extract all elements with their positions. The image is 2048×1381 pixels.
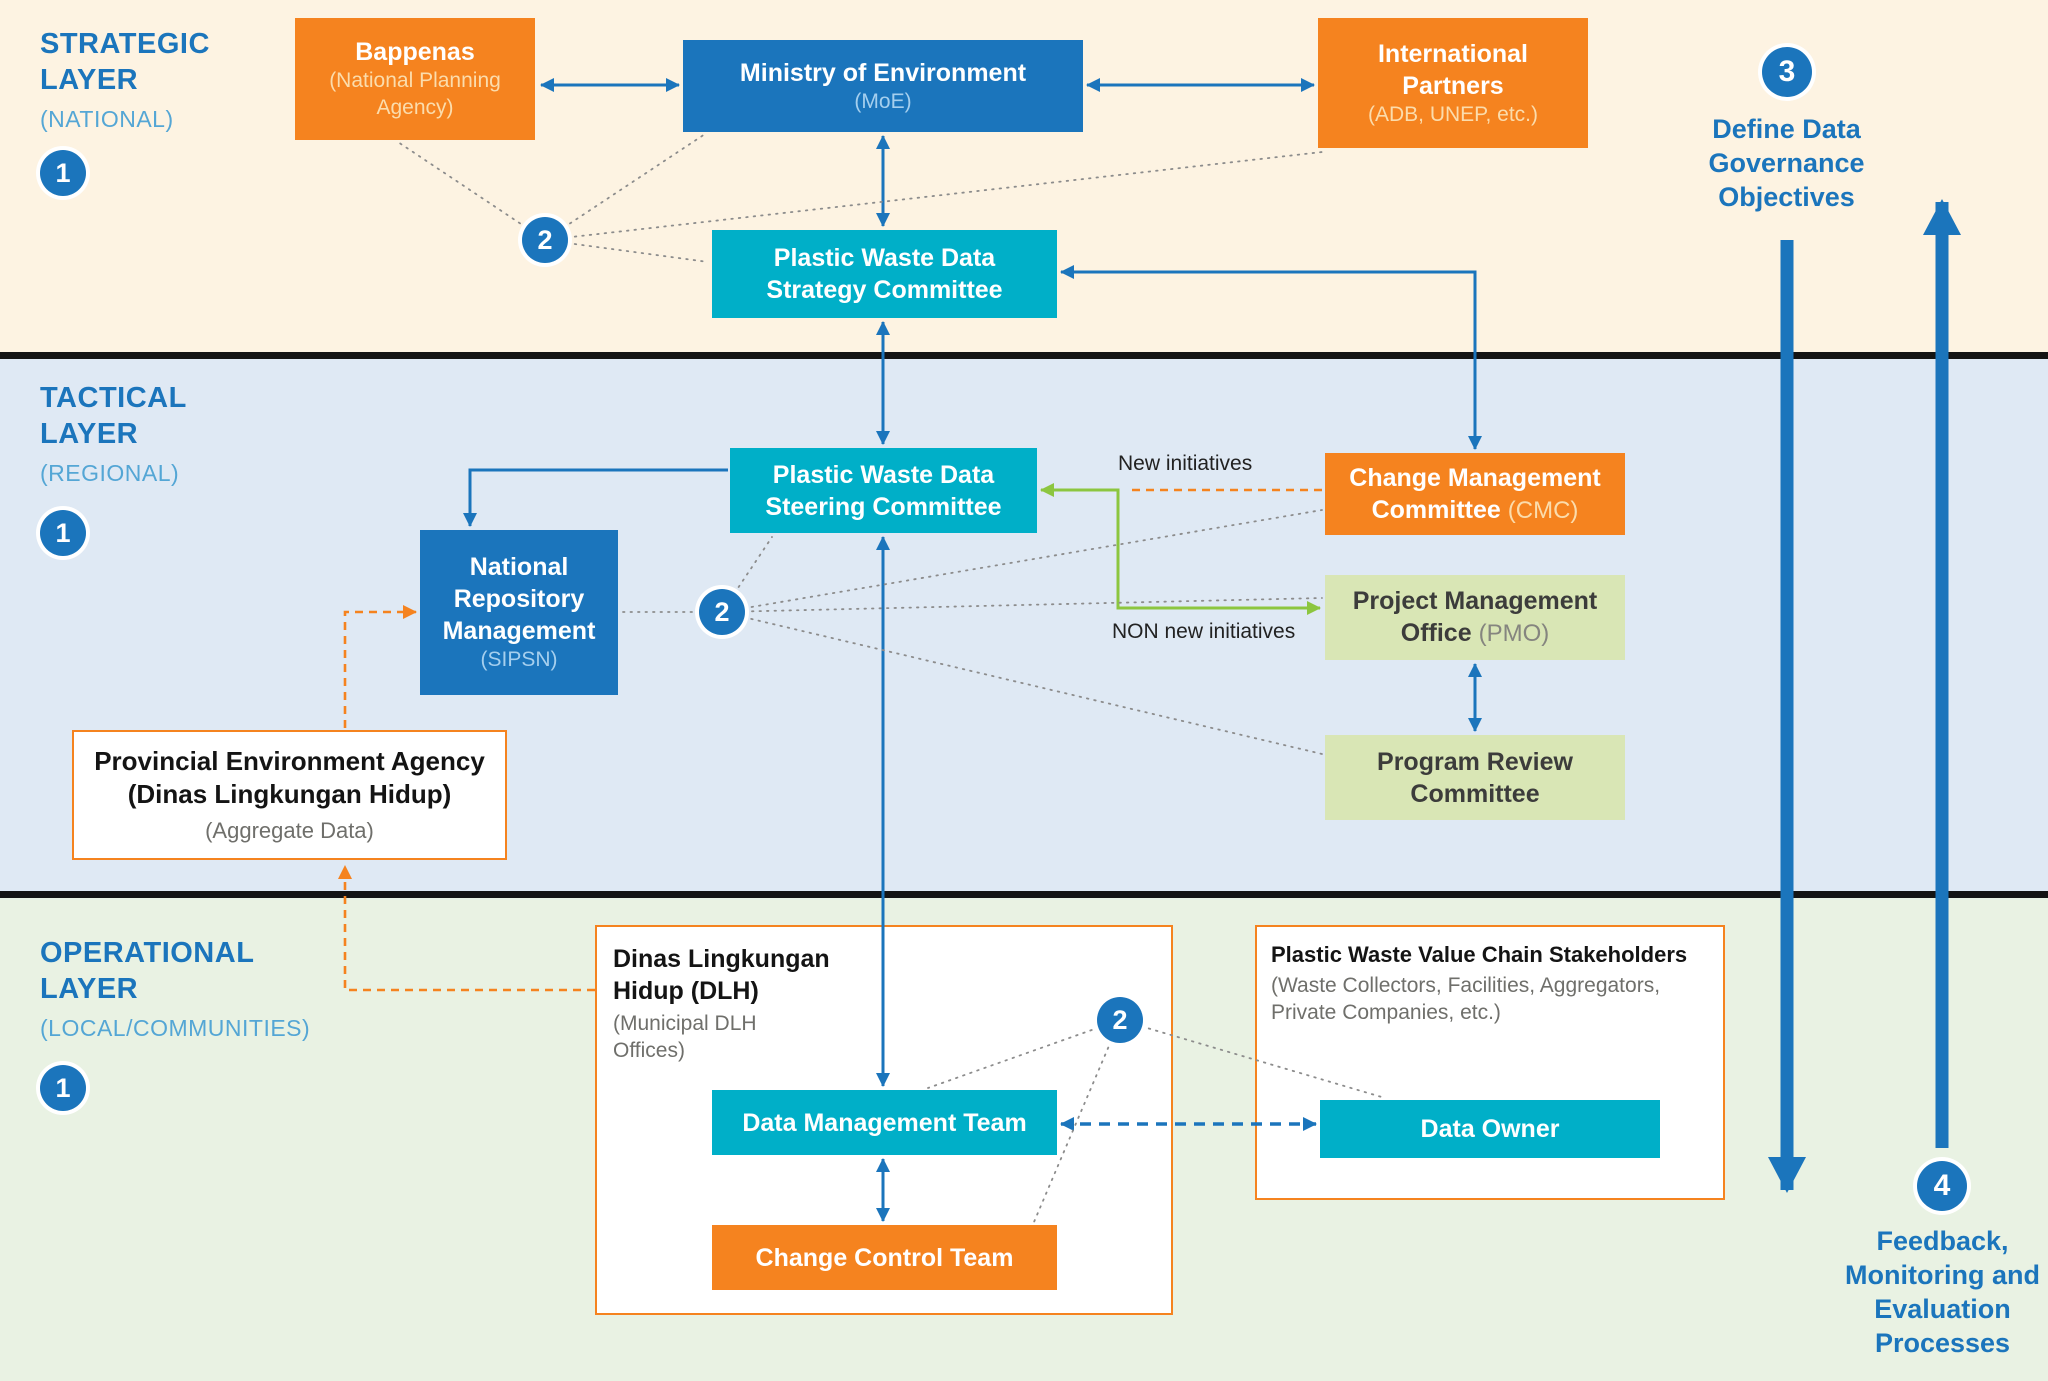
container-stakeholders: Plastic Waste Value Chain Stakeholders (…	[1255, 925, 1725, 1200]
layer-divider	[0, 891, 2048, 898]
box-data-management-team: Data Management Team	[712, 1090, 1057, 1155]
badge-1-tactical: 1	[40, 510, 86, 556]
stakeholders-note: (Waste Collectors, Facilities, Aggregato…	[1271, 974, 1661, 1025]
badge-1-strategic: 1	[40, 150, 86, 196]
provincial-note: (Aggregate Data)	[205, 817, 374, 843]
strategic-layer-subtitle: (NATIONAL)	[40, 106, 174, 132]
prc-title: Program Review Committee	[1377, 747, 1573, 808]
operational-layer-title-line2: LAYER	[40, 973, 139, 1005]
moe-subtitle: (MoE)	[854, 89, 912, 113]
strategic-layer-title-line2: LAYER	[40, 64, 139, 96]
sipsn-title: National Repository Management	[442, 553, 596, 646]
label-new-initiatives: New initiatives	[1118, 452, 1253, 475]
box-strategy-committee: Plastic Waste Data Strategy Committee	[712, 230, 1057, 318]
layer-divider	[0, 352, 2048, 359]
box-change-management-committee: Change Management Committee (CMC)	[1325, 453, 1625, 535]
tactical-layer-label: TACTICAL LAYER (REGIONAL)	[40, 380, 187, 487]
badge-2-strategic: 2	[522, 217, 568, 263]
badge-2-operational: 2	[1097, 997, 1143, 1043]
provincial-title: Provincial Environment Agency	[94, 746, 485, 777]
box-change-control-team: Change Control Team	[712, 1225, 1057, 1290]
box-steering-committee: Plastic Waste Data Steering Committee	[730, 448, 1037, 533]
strategy-committee-title: Plastic Waste Data Strategy Committee	[766, 244, 1003, 304]
strategic-layer-title-line1: STRATEGIC	[40, 28, 210, 60]
feedback-monitoring-text: Feedback, Monitoring and Evaluation Proc…	[1845, 1226, 2040, 1358]
data-management-team-title: Data Management Team	[742, 1108, 1027, 1137]
box-bappenas: Bappenas (National Planning Agency)	[295, 18, 535, 140]
strategic-layer-label: STRATEGIC LAYER (NATIONAL)	[40, 26, 210, 133]
label-non-new-initiatives: NON new initiatives	[1112, 620, 1296, 643]
provincial-subtitle: (Dinas Lingkungan Hidup)	[127, 779, 452, 810]
intl-partners-title: International Partners	[1377, 39, 1528, 100]
dlh-note: (Municipal DLH Offices)	[613, 1012, 757, 1063]
badge-1-operational: 1	[40, 1065, 86, 1111]
box-data-owner: Data Owner	[1320, 1100, 1660, 1158]
tactical-layer-title-line1: TACTICAL	[40, 382, 187, 414]
operational-layer-label: OPERATIONAL LAYER (LOCAL/COMMUNITIES)	[40, 935, 310, 1042]
steering-committee-title: Plastic Waste Data Steering Committee	[765, 460, 1002, 521]
badge-2-tactical: 2	[699, 589, 745, 635]
cmc-title: Change Management Committee	[1349, 463, 1601, 524]
pmo-title: Project Management Office	[1352, 587, 1598, 648]
box-project-management-office: Project Management Office (PMO)	[1325, 575, 1625, 660]
badge-3: 3	[1762, 47, 1812, 97]
define-governance-objectives-text: Define Data Governance Objectives	[1708, 114, 1865, 212]
tactical-layer-title-line2: LAYER	[40, 418, 139, 450]
moe-title: Ministry of Environment	[739, 58, 1027, 87]
pmo-suffix: (PMO)	[1478, 620, 1550, 648]
box-program-review-committee: Program Review Committee	[1325, 735, 1625, 820]
box-national-repository-sipsn: National Repository Management (SIPSN)	[420, 530, 618, 695]
box-provincial-environment-agency: Provincial Environment Agency (Dinas Lin…	[72, 730, 507, 860]
operational-layer-subtitle: (LOCAL/COMMUNITIES)	[40, 1015, 311, 1041]
change-control-team-title: Change Control Team	[755, 1243, 1014, 1272]
stakeholders-title: Plastic Waste Value Chain Stakeholders	[1271, 942, 1688, 967]
cmc-suffix: (CMC)	[1507, 496, 1579, 524]
box-international-partners: International Partners (ADB, UNEP, etc.)	[1318, 18, 1588, 148]
intl-partners-subtitle: (ADB, UNEP, etc.)	[1368, 102, 1538, 126]
badge-4: 4	[1917, 1161, 1967, 1211]
box-ministry-of-environment: Ministry of Environment (MoE)	[683, 40, 1083, 132]
data-owner-title: Data Owner	[1420, 1115, 1560, 1143]
sipsn-subtitle: (SIPSN)	[480, 648, 558, 672]
tactical-layer-subtitle: (REGIONAL)	[40, 460, 180, 486]
dlh-title: Dinas Lingkungan Hidup (DLH)	[613, 945, 830, 1005]
bappenas-title: Bappenas	[355, 38, 475, 67]
bappenas-subtitle: (National Planning Agency)	[329, 69, 501, 119]
operational-layer-title-line1: OPERATIONAL	[40, 937, 255, 969]
